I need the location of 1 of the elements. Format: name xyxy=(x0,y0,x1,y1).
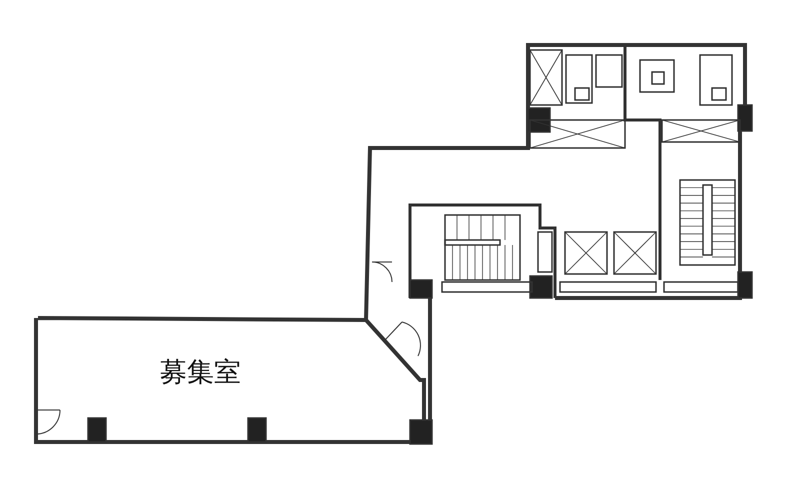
room-label: 募集室 xyxy=(160,356,241,390)
